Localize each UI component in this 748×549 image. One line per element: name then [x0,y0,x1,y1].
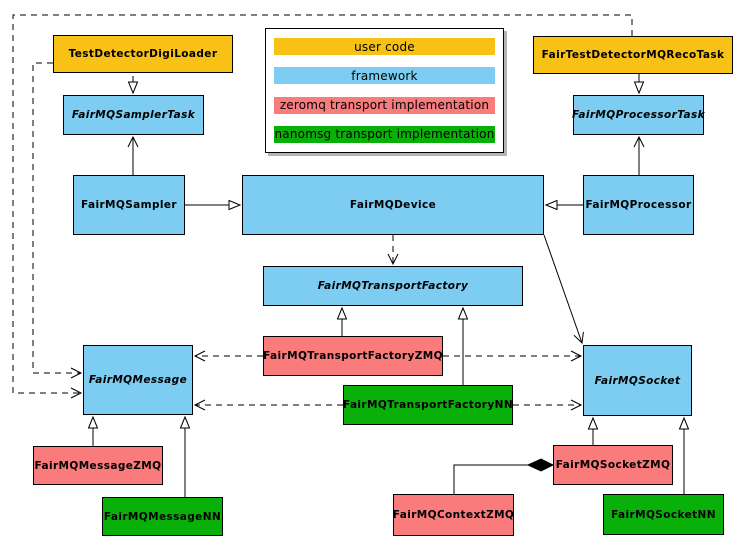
edge-dependency-digiloader-message [32,62,83,379]
node-fairmq-socket: FairMQSocket [583,345,692,416]
node-fairmq-processor: FairMQProcessor [583,175,694,235]
node-fairmq-transport-factory-nn: FairMQTransportFactoryNN [343,385,513,425]
node-fairmq-transport-factory: FairMQTransportFactory [263,266,523,306]
node-fairmq-context-zmq: FairMQContextZMQ [393,494,514,536]
edge-composition-contextzmq-socketzmq [453,464,528,496]
node-fairmq-socket-nn: FairMQSocketNN [603,494,724,535]
node-test-detector-digi-loader: TestDetectorDigiLoader [53,35,233,73]
node-fairmq-message: FairMQMessage [83,345,193,415]
node-fairmq-processor-task: FairMQProcessorTask [572,95,705,135]
node-fair-test-detector-mq-reco-task: FairTestDetectorMQRecoTask [533,36,733,74]
legend-item-nanomsg: nanomsg transport implementation [274,125,495,143]
legend: user code framework zeromq transport imp… [265,28,504,153]
legend-item-user-code: user code [274,38,495,55]
node-fairmq-sampler-task: FairMQSamplerTask [63,95,204,135]
legend-item-framework: framework [274,67,495,85]
legend-item-zeromq: zeromq transport implementation [274,96,495,114]
node-fairmq-message-nn: FairMQMessageNN [102,497,223,536]
node-fairmq-device: FairMQDevice [242,175,544,235]
edge-association-device-socket [543,234,584,345]
composition-diamond-icon [526,458,555,472]
node-fairmq-message-zmq: FairMQMessageZMQ [33,446,163,485]
edge-dependency-recotask-message [12,14,633,399]
node-fairmq-sampler: FairMQSampler [73,175,185,235]
node-fairmq-socket-zmq: FairMQSocketZMQ [553,445,673,485]
node-fairmq-transport-factory-zmq: FairMQTransportFactoryZMQ [263,336,443,376]
